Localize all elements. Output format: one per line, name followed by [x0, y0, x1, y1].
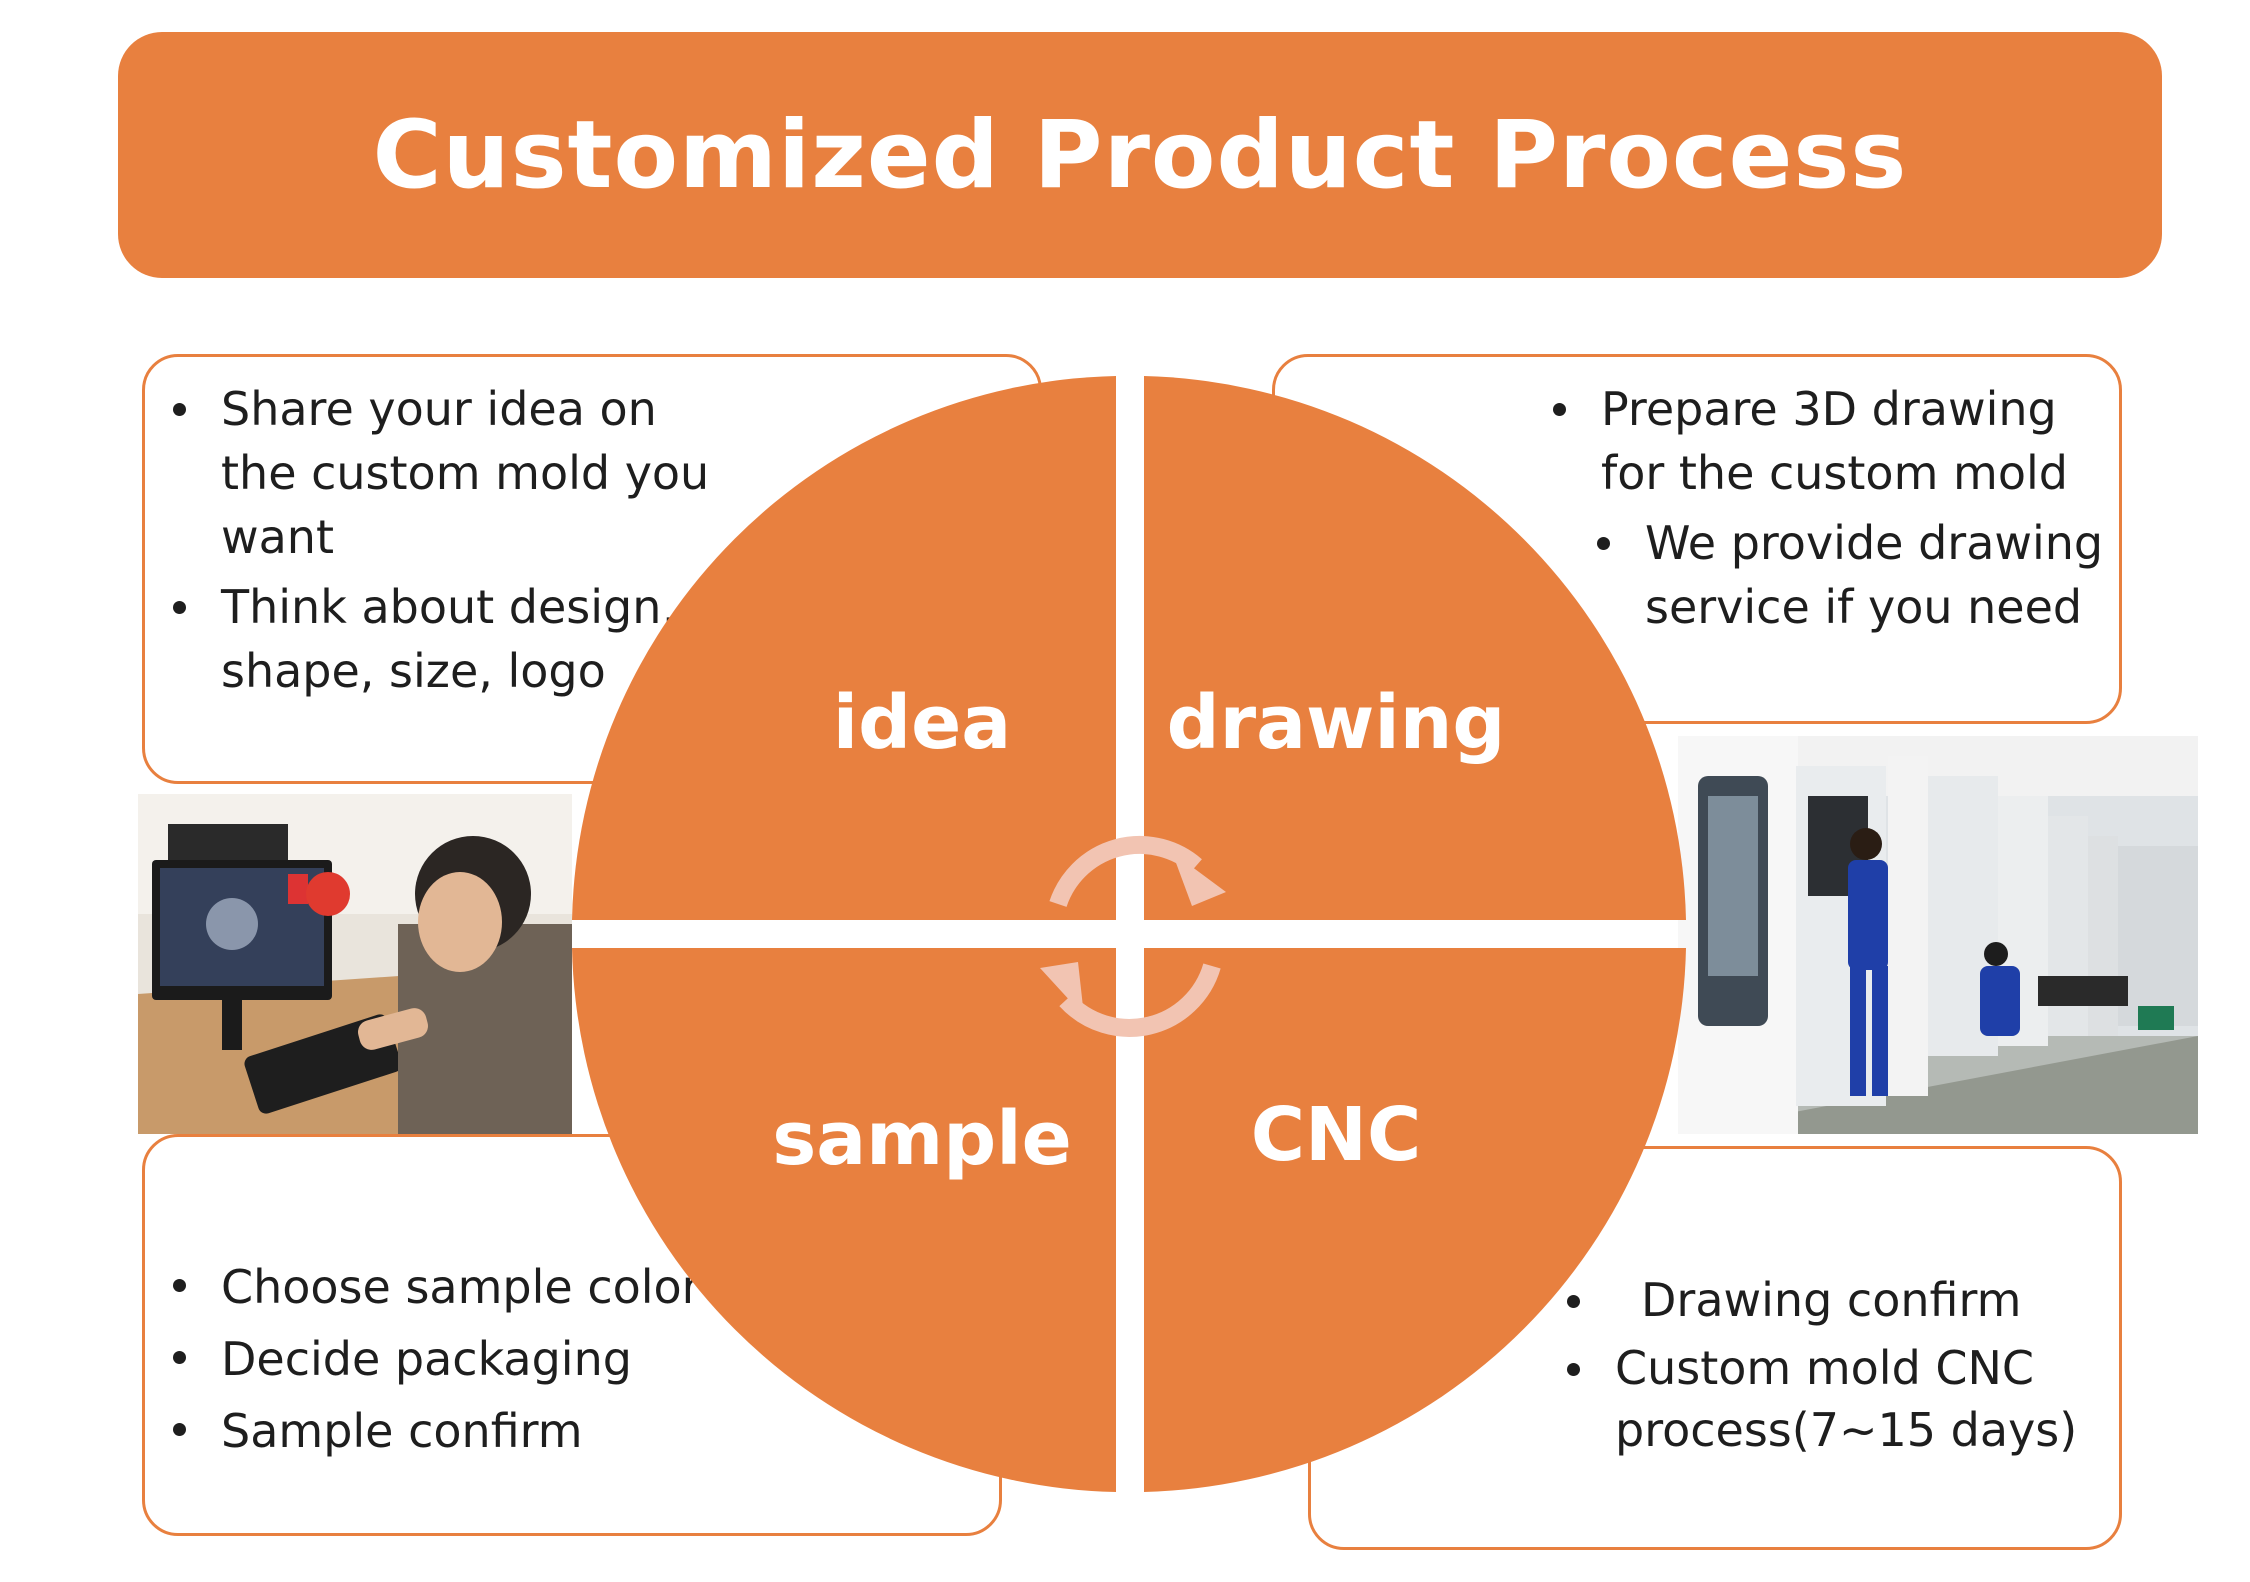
idea-description-box: Share your idea on the custom mold you w…: [142, 354, 1042, 784]
list-item: Drawing confirm: [1549, 1269, 2085, 1331]
list-item: Decide packaging: [155, 1325, 701, 1393]
list-item: Sample confirm: [155, 1397, 701, 1465]
list-item: Choose sample color: [155, 1253, 701, 1321]
sample-description-box: Choose sample color Decide packaging Sam…: [142, 1134, 1002, 1536]
list-item: We provide drawing service if you need: [1579, 511, 2145, 639]
idea-list: Share your idea on the custom mold you w…: [155, 377, 741, 709]
page-title: Customized Product Process: [372, 100, 1908, 210]
drawing-description-box: Prepare 3D drawing for the custom mold W…: [1272, 354, 2122, 724]
list-item: Share your idea on the custom mold you w…: [155, 377, 741, 569]
sample-list: Choose sample color Decide packaging Sam…: [155, 1253, 701, 1469]
designer-photo-image: [138, 794, 572, 1134]
factory-photo-image: [1678, 736, 2198, 1134]
list-item: Custom mold CNC process(7~15 days): [1549, 1337, 2085, 1461]
drawing-list: Prepare 3D drawing for the custom mold W…: [1535, 377, 2145, 645]
cnc-description-box: Drawing confirm Custom mold CNC process(…: [1308, 1146, 2122, 1550]
list-item: Prepare 3D drawing for the custom mold: [1535, 377, 2121, 505]
title-banner: Customized Product Process: [118, 32, 2162, 278]
list-item: Think about design, shape, size, logo: [155, 575, 691, 703]
cnc-list: Drawing confirm Custom mold CNC process(…: [1549, 1269, 2085, 1467]
cycle-arrows-icon: [1040, 835, 1226, 1037]
factory-photo: [1678, 736, 2198, 1134]
designer-photo: [138, 794, 572, 1134]
